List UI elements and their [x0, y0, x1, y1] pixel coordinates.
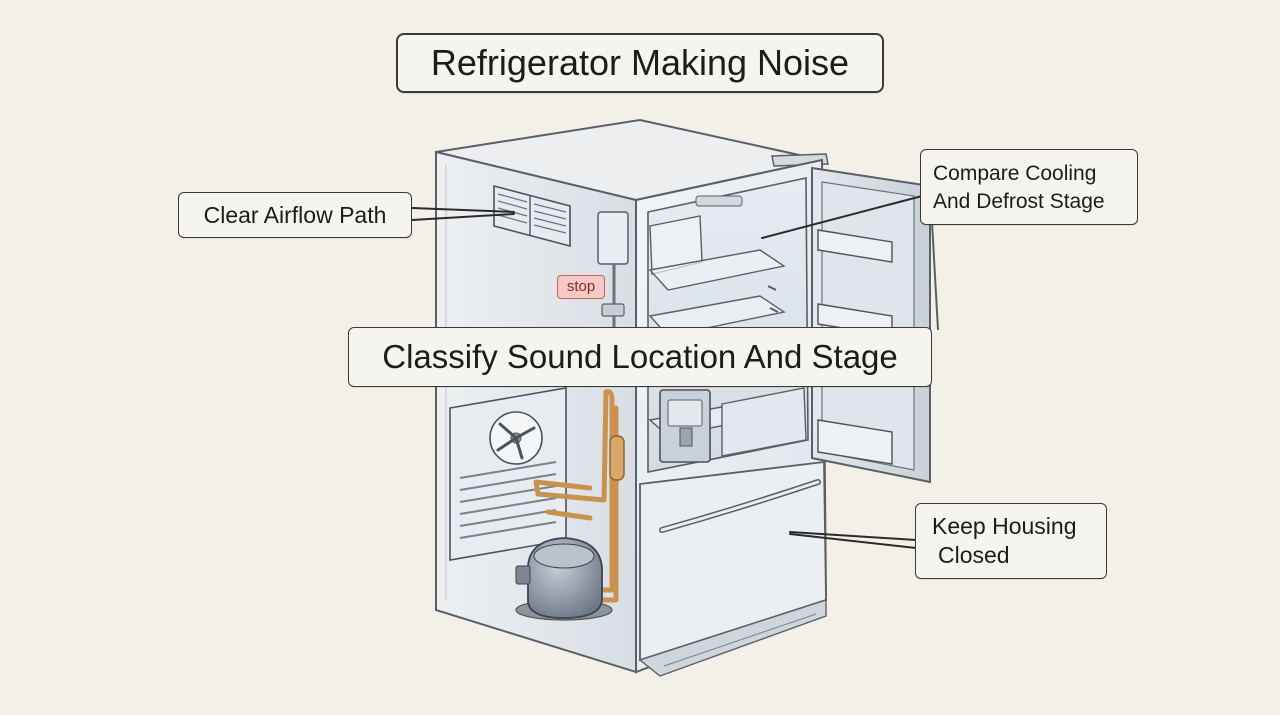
callout-compare-line-1: Compare Cooling: [933, 162, 1097, 185]
callout-housing-line-2: Closed: [938, 542, 1010, 568]
callout-compare-cooling-defrost: Compare Cooling And Defrost Stage: [920, 149, 1138, 225]
callout-keep-housing-closed: Keep Housing Closed: [915, 503, 1107, 579]
filter-drier: [609, 435, 625, 481]
callout-classify-sound: Classify Sound Location And Stage: [348, 327, 932, 387]
page-title: Refrigerator Making Noise: [396, 33, 884, 93]
water-valve: [597, 211, 629, 330]
callout-compare-line-2: And Defrost Stage: [933, 190, 1105, 213]
vent-grille: [493, 184, 571, 248]
callout-clear-airflow-path: Clear Airflow Path: [178, 192, 412, 238]
callout-housing-line-1: Keep Housing: [932, 513, 1077, 539]
water-dispenser: [659, 389, 711, 463]
condenser-fan-module: [449, 387, 567, 561]
callout-leader-lines: [411, 195, 923, 549]
stop-tag: stop: [557, 275, 605, 299]
freezer-drawer: [638, 460, 827, 677]
compressor: [515, 537, 613, 621]
